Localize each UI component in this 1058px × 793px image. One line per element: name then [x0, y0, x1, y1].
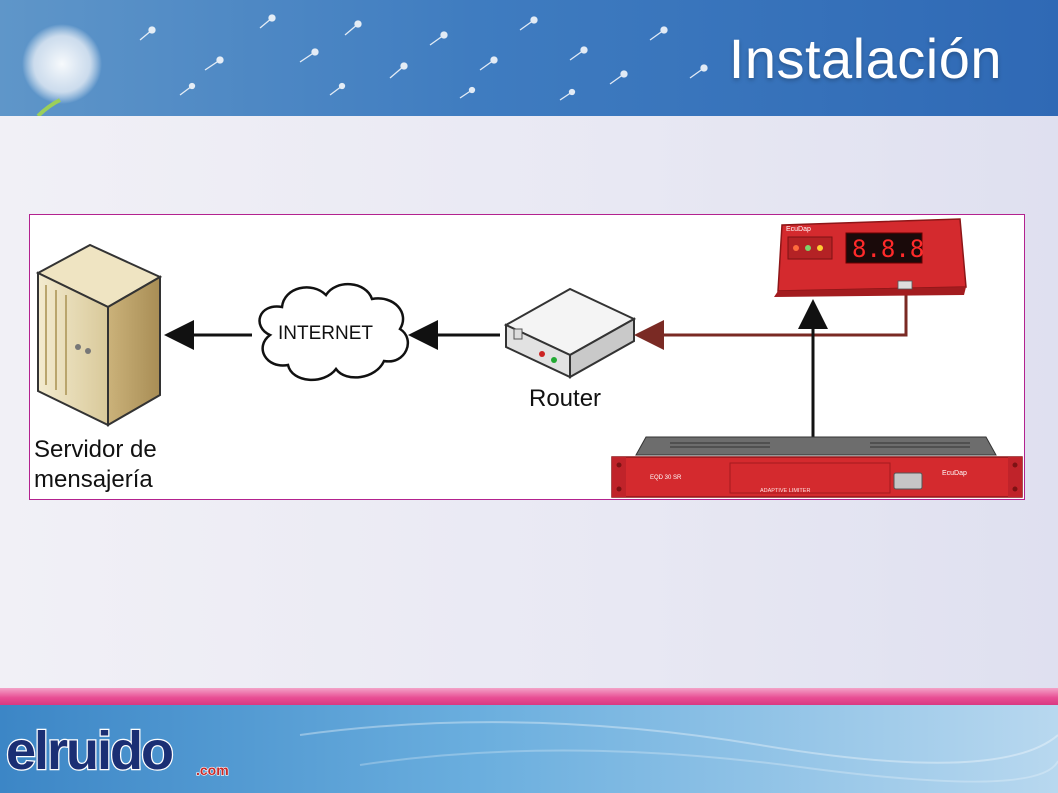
router-icon: [503, 287, 637, 379]
header-banner: Instalación: [0, 0, 1058, 116]
logo-suffix-text: .com: [196, 762, 229, 778]
limiter-panel-text: ADAPTIVE LIMITER: [760, 488, 810, 494]
slide-title: Instalación: [728, 27, 1002, 90]
server-label-line1: Servidor de: [34, 436, 157, 463]
display-brand: EcuDap: [786, 226, 811, 233]
limiter-model: EQD 30 SR: [650, 475, 682, 481]
dandelion-head: [22, 24, 102, 104]
dandelion-stem: [36, 98, 61, 116]
footer-band: elruido .com: [0, 705, 1058, 793]
elruido-logo: elruido .com: [5, 720, 1058, 783]
internet-cloud-icon: [258, 282, 410, 382]
server-icon: [35, 243, 163, 427]
display-digits: 8.8.8: [852, 235, 924, 263]
footer-accent-line: [0, 688, 1058, 706]
link-display-to-router: [634, 295, 908, 350]
diagram-canvas: Servidor de mensajería INTERNET Router: [34, 218, 1023, 498]
logo-main-text: elruido: [6, 721, 172, 781]
led-display-device: 8.8.8 EcuDap: [774, 218, 967, 297]
router-label: Router: [529, 385, 601, 412]
network-diagram: Servidor de mensajería INTERNET Router: [29, 214, 1025, 500]
internet-label: INTERNET: [278, 323, 373, 344]
adaptive-limiter-device: EQD 30 SR EcuDap ADAPTIVE LIMITER: [611, 436, 1023, 498]
dandelion-banner-art: [22, 14, 708, 116]
limiter-brand: EcuDap: [942, 470, 967, 477]
flying-seeds: [139, 14, 708, 101]
server-label-line2: mensajería: [34, 466, 153, 493]
